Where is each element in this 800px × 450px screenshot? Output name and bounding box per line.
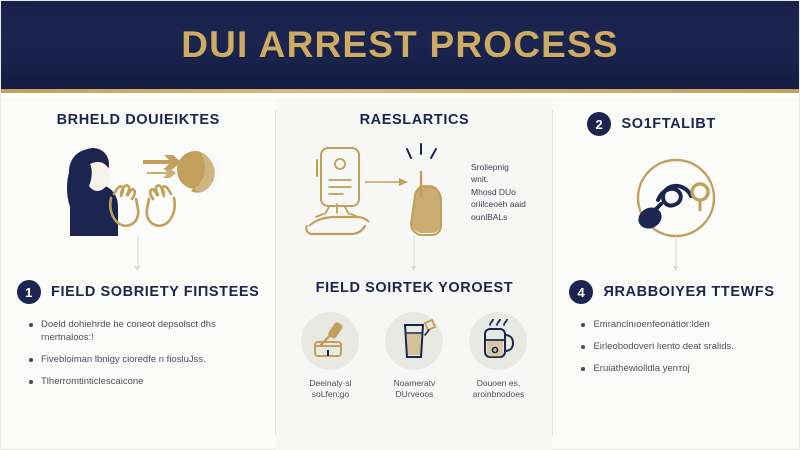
- middle-section-heading: FIELD SOIRTEK YOROEST: [315, 280, 514, 296]
- middle-illustration-caption: Sroliepnig wnit. Mhosd DUo oriilceoeh aa…: [471, 161, 526, 224]
- content-board: BRHELD DOUIEIKTES: [1, 98, 799, 450]
- right-top-heading: SO1FTALIBT: [621, 116, 716, 132]
- caption-line: ounlBALs: [471, 211, 508, 222]
- middle-top-heading: RAESLARTICS: [359, 112, 470, 128]
- right-bullet-list: Emranclnıoenfeonátior:lden Eirleobodover…: [569, 318, 783, 375]
- divider-left-middle: [275, 110, 277, 436]
- right-top-heading-row: 2 SO1FTALIBT: [569, 112, 783, 136]
- middle-section-heading-row: FIELD SOIRTEK YOROEST: [292, 280, 536, 296]
- middle-top-heading-row: RAESLARTICS: [292, 112, 536, 128]
- left-top-block: BRHELD DOUIEIKTES: [1, 98, 275, 274]
- list-item: Doeld dohiehrde he coneot depsolsct dhs …: [27, 318, 255, 344]
- right-connector-arrow: [672, 236, 679, 271]
- header-gap: [1, 93, 799, 98]
- right-section-heading-row: 4 ЯRABBOIYEЯ TTEWFS: [569, 280, 783, 304]
- left-section-heading: FIELD SOBRIETY FIПSTEES: [51, 284, 260, 300]
- caption-line: wnit.: [471, 174, 489, 185]
- right-top-block: 2 SO1FTALIBT: [553, 98, 799, 274]
- gold-divider-rule: [1, 89, 799, 93]
- left-section-heading-row: 1 FIELD SOBRIETY FIПSTEES: [17, 280, 259, 304]
- trio-item: Noameratv DUrveoos: [376, 312, 452, 400]
- left-bottom-block: 1 FIELD SOBRIETY FIПSTEES Doeld dohiehrd…: [1, 274, 275, 450]
- caption-line: Douoen es,: [476, 378, 521, 388]
- list-item: Fivebloiman lbnigy cioredfe n fiosluJss.: [27, 353, 255, 366]
- left-top-heading: BRHELD DOUIEIKTES: [56, 112, 220, 128]
- divider-middle-right: [552, 110, 554, 436]
- column-right: 2 SO1FTALIBT 4: [553, 98, 799, 450]
- gavel-stamp-icon: [301, 312, 360, 370]
- left-top-heading-row: BRHELD DOUIEIKTES: [17, 112, 259, 128]
- step-badge-2: 2: [587, 112, 612, 136]
- left-bullet-list: Doeld dohiehrde he coneot depsolsct dhs …: [17, 318, 259, 388]
- column-middle: RAESLARTICS: [276, 98, 553, 450]
- left-connector-arrow: [134, 236, 141, 271]
- right-bottom-block: 4 ЯRABBOIYEЯ TTEWFS Emranclnıoenfeonátio…: [553, 274, 799, 450]
- column-left: BRHELD DOUIEIKTES: [1, 98, 275, 450]
- caption-line: soLfen:go: [311, 389, 350, 399]
- caption-line: DUrveoos: [395, 389, 434, 399]
- page-title: DUI ARREST PROCESS: [181, 24, 619, 65]
- right-section-heading: ЯRABBOIYEЯ TTEWFS: [603, 284, 775, 300]
- trio-caption: Deeinaly·sl soLfen:go: [292, 378, 368, 400]
- list-item: Eirleobodoveri lıento deat sralids.: [579, 340, 779, 353]
- trio-caption: Noameratv DUrveoos: [376, 378, 452, 400]
- drinking-glass-icon: [385, 312, 444, 370]
- caption-line: Deeinaly·sl: [309, 378, 352, 388]
- middle-icon-trio: Deeinaly·sl soLfen:go: [292, 312, 536, 400]
- step-badge-1: 1: [17, 280, 41, 304]
- device-hand-pointing-illustration: Sroliepnig wnit. Mhosd DUo oriilceoeh aa…: [292, 138, 536, 246]
- caption-line: oriilceoeh aaid: [471, 199, 526, 210]
- middle-top-block: RAESLARTICS: [276, 98, 552, 274]
- two-people-talking-illustration: [17, 138, 259, 246]
- step-badge-4: 4: [569, 280, 594, 304]
- trio-caption: Douoen es, aroinbnodoes: [460, 378, 536, 400]
- middle-connector-arrow: [410, 236, 417, 271]
- caption-line: aroinbnodoes: [472, 389, 525, 399]
- list-item: Tlherromtinticlescaicone: [27, 375, 255, 388]
- trio-item: Deeinaly·sl soLfen:go: [292, 312, 368, 400]
- trio-item: Douoen es, aroinbnodoes: [460, 312, 536, 400]
- middle-bottom-block: FIELD SOIRTEK YOROEST: [276, 274, 552, 450]
- poster-header: DUI ARREST PROCESS: [1, 1, 799, 89]
- coffee-pot-icon: [469, 312, 528, 370]
- list-item: Eruiathewiolldla yenтoј: [579, 362, 779, 375]
- caption-line: Sroliepnig: [471, 161, 509, 172]
- caption-line: Mhosd DUo: [471, 186, 516, 197]
- handcuff-circle-icon: [569, 146, 783, 254]
- caption-line: Noameratv: [393, 378, 436, 388]
- list-item: Emranclnıoenfeonátior:lden: [579, 318, 779, 331]
